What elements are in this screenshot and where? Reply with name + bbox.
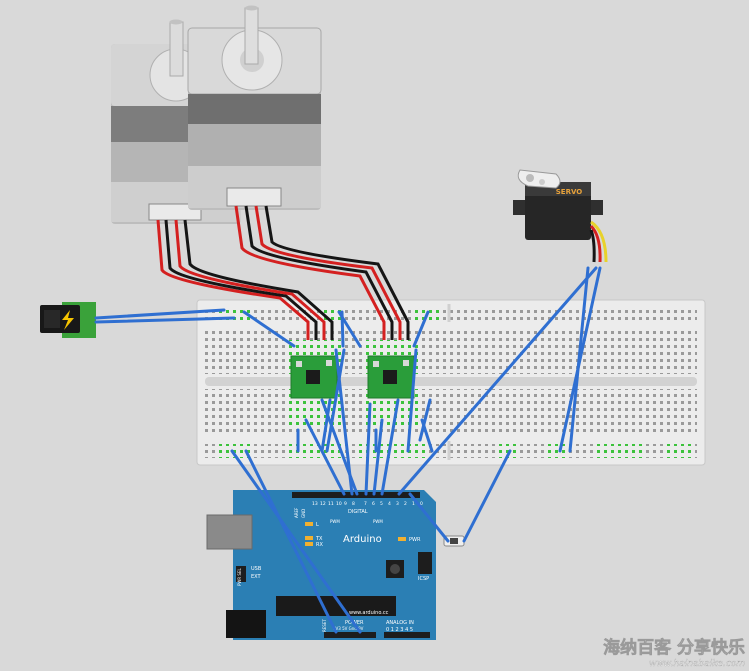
digital-pin-0: 0 xyxy=(420,501,423,507)
stepper-motor-2 xyxy=(187,5,322,210)
led-tx xyxy=(305,536,313,540)
terminal-strip-bottom xyxy=(205,389,697,433)
servo-label: SERVO xyxy=(556,188,583,196)
center-divider xyxy=(205,377,697,386)
led-rx xyxy=(305,542,313,546)
digital-pin-8: 8 xyxy=(352,501,355,507)
digital-pin-11: 11 xyxy=(328,501,334,507)
servo-motor: SERVO xyxy=(513,169,608,263)
stepper-driver-2 xyxy=(367,355,415,399)
breadboard xyxy=(196,299,706,466)
digital-pin-5: 5 xyxy=(380,501,383,507)
digital-pin-6: 6 xyxy=(372,501,375,507)
aref-label: AREF xyxy=(294,507,299,518)
digital-pin-2: 2 xyxy=(404,501,407,507)
motor-shaft xyxy=(169,21,184,77)
digital-pin-1: 1 xyxy=(412,501,415,507)
digital-pin-10: 10 xyxy=(336,501,342,507)
watermark-url: www.hainabaike.com xyxy=(649,659,745,669)
led-pwr xyxy=(398,537,406,541)
pwr-sel-jumper xyxy=(236,566,246,582)
url-label: www.arduino.cc xyxy=(349,610,389,616)
icsp-label: ICSP xyxy=(418,576,429,582)
watermark-text: 海纳百客 分享快乐 xyxy=(603,637,745,658)
power-icon xyxy=(62,310,74,330)
digital-pin-13: 13 xyxy=(312,501,318,507)
motor-connector xyxy=(226,187,282,207)
analog-pins-label: 0 1 2 3 4 5 xyxy=(386,627,413,633)
gnd-label: GND xyxy=(301,509,306,518)
analog-label: ANALOG IN xyxy=(386,620,414,626)
power-header xyxy=(324,632,376,638)
watermark: 海纳百客 分享快乐 www.hainabaike.com xyxy=(603,637,746,669)
dc-barrel-jack xyxy=(226,610,266,638)
motor-2-wires xyxy=(234,205,410,340)
dc-power-jack xyxy=(40,302,96,338)
power-pins-label: 3V3 5V Gnd 9V xyxy=(333,626,364,631)
jumper-wires xyxy=(94,266,602,634)
pwr-label: PWR xyxy=(409,537,421,543)
led-l xyxy=(305,522,313,526)
led-rx-label: RX xyxy=(316,542,323,548)
led-l-label: L xyxy=(316,522,319,528)
stepper-driver-1 xyxy=(290,355,338,399)
microcontroller-chip xyxy=(276,596,396,616)
digital-pin-9: 9 xyxy=(344,501,347,507)
ext-label: EXT xyxy=(251,574,261,580)
terminal-strip-top xyxy=(205,330,697,374)
digital-pin-7: 7 xyxy=(364,501,367,507)
digital-label: DIGITAL xyxy=(348,509,368,515)
motor-shaft xyxy=(244,7,259,65)
pwm-label-6: PWM xyxy=(373,519,383,524)
digital-pin-3: 3 xyxy=(396,501,399,507)
icsp-header xyxy=(418,552,432,574)
usb-label: USB xyxy=(251,566,262,572)
analog-header xyxy=(384,632,430,638)
digital-pin-4: 4 xyxy=(388,501,391,507)
pwm-label-11: PWM xyxy=(330,519,340,524)
brand-label: Arduino xyxy=(343,534,382,545)
led-tx-label: TX xyxy=(315,536,323,542)
pwr-sel-label: PWR SEL xyxy=(237,568,242,586)
top-power-rail xyxy=(205,306,697,320)
motor-1-wires xyxy=(156,219,334,340)
usb-port xyxy=(206,514,253,550)
reset-label: RESET xyxy=(322,619,327,632)
digital-pin-12: 12 xyxy=(320,501,326,507)
